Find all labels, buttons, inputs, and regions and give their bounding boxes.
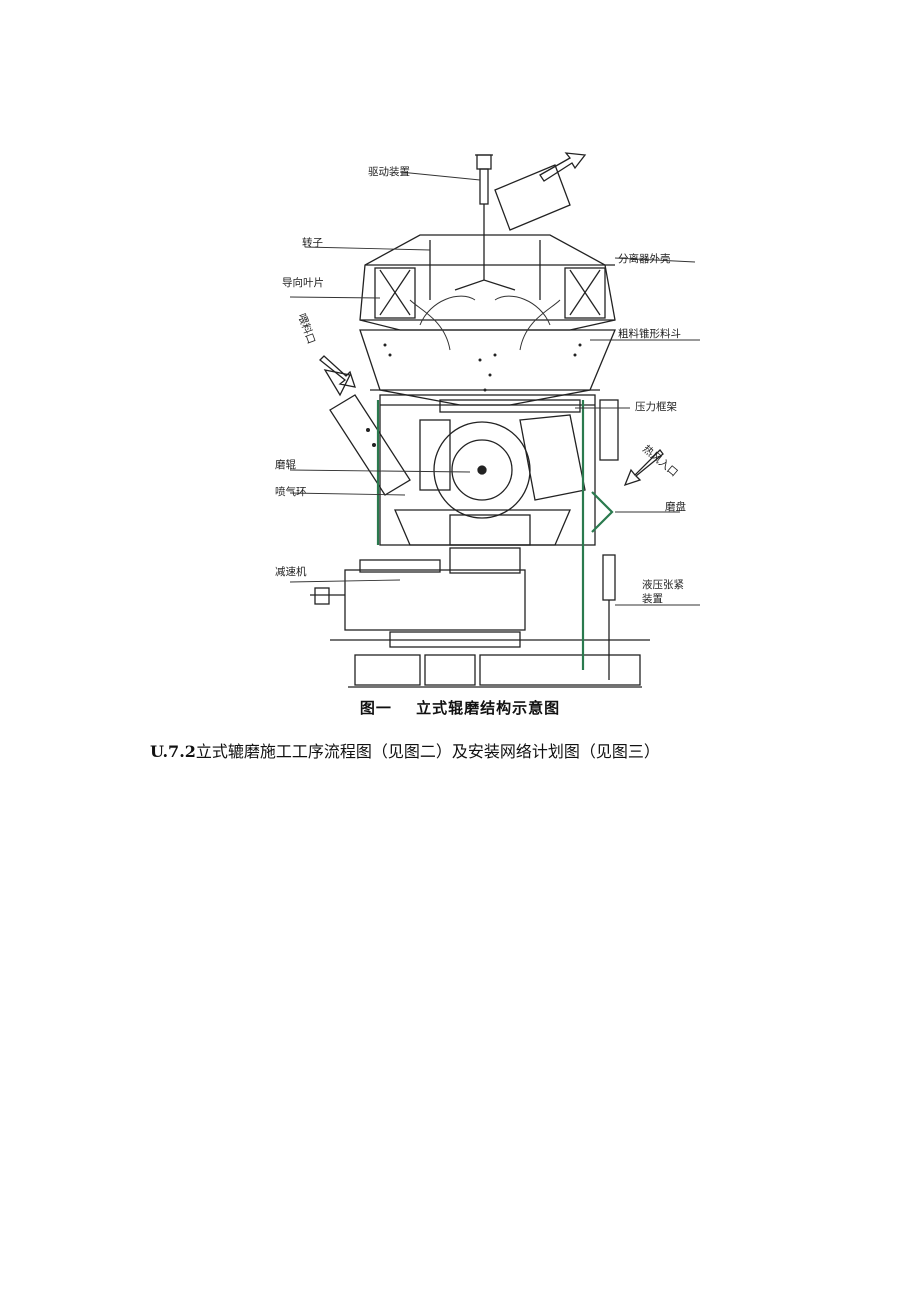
label-hydraulic-1: 液压张紧 [642,578,684,591]
label-rotor: 转子 [302,236,323,249]
label-nozzle-ring: 喷气环 [275,485,307,498]
label-reducer: 减速机 [275,565,307,578]
label-drive: 驱动装置 [368,165,410,178]
label-pressure-frame: 压力框架 [635,400,677,413]
section-heading: U.7.2立式辘磨施工工序流程图（见图二）及安装网络计划图（见图三） [150,738,660,762]
figure-caption: 图一 立式辊磨结构示意图 [0,697,920,718]
section-text: 立式辘磨施工工序流程图（见图二）及安装网络计划图（见图三） [195,742,660,761]
caption-number: 图一 [359,699,392,717]
label-table: 磨盘 [665,500,686,513]
label-separator-shell: 分离器外壳 [618,252,671,265]
label-coarse-hopper: 粗料锥形料斗 [618,327,681,340]
label-hydraulic-2: 装置 [642,592,663,605]
label-feed-inlet: 喂料口 [295,312,318,346]
section-number: U.7.2 [150,742,196,761]
mill-structure-diagram: 驱动装置 转子 分离器外壳 导向叶片 喂料口 粗料锥形料斗 压力框架 热风入口 … [270,150,720,695]
caption-title: 立式辊磨结构示意图 [416,699,561,717]
label-hot-air: 热风入口 [640,442,681,479]
label-roller: 磨辊 [275,458,296,471]
label-guide-vanes: 导向叶片 [282,276,324,289]
